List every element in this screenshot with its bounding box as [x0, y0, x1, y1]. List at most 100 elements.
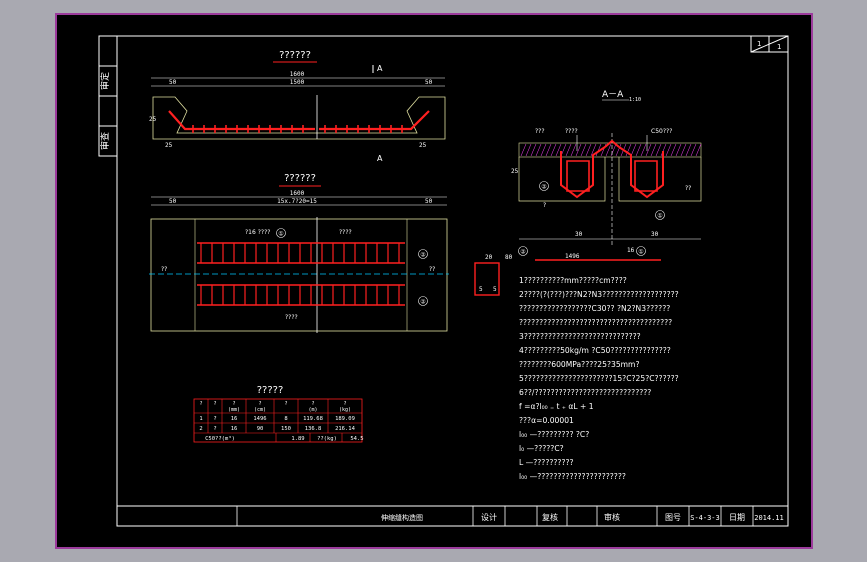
hatch-line	[635, 143, 642, 157]
detail-h: 80	[505, 254, 513, 261]
section-w1: 30	[575, 231, 583, 238]
table-title: ?????	[257, 385, 284, 396]
hatch-line	[580, 143, 587, 157]
note-line: ???α=0.00001	[519, 416, 574, 425]
table-header-cell: ?	[284, 401, 287, 407]
pavement-hatch	[520, 143, 702, 157]
plan-rebar-mid-label: ????	[339, 229, 352, 236]
detail-w: 20	[485, 254, 493, 261]
section-aa-view: A－A 1:10 ??? ???? C50??? ? ?? ② ① 30 30 …	[511, 90, 702, 247]
table-header-cell: ?	[232, 401, 235, 407]
detail-b: 5	[493, 286, 497, 293]
table-cell: ?	[213, 426, 216, 432]
hatch-line	[585, 143, 592, 157]
elev-total-dim: 1600	[290, 71, 305, 78]
elev-rebar-right	[319, 110, 430, 131]
hatch-line	[605, 143, 612, 157]
plan-left-dim: 50	[169, 198, 177, 205]
table-cell: 136.8	[305, 426, 322, 432]
plan-right-label: ??	[429, 266, 435, 273]
hatch-line	[655, 143, 662, 157]
section-label-4: ?	[543, 202, 546, 209]
note-line: L —??????????	[519, 458, 574, 467]
elevation-title: ??????	[279, 50, 311, 61]
section-title: A－A	[602, 90, 624, 100]
title-block: 伸缩缝构造图 设计 复核 审核 图号 S-4-3-3 日期 2014.11	[117, 505, 788, 526]
hatch-line	[575, 143, 582, 157]
note-line: l₀₀ —??????????????????????	[519, 472, 626, 481]
hatch-line	[615, 143, 622, 157]
table-cell: 1	[199, 416, 202, 422]
table-header-cell: ?	[199, 401, 202, 407]
note-line: 6??/?????????????????????????????	[519, 388, 651, 397]
elev-inner-dim: 1500	[290, 79, 305, 86]
hatch-line	[525, 143, 532, 157]
elev-side-dim: 25	[149, 116, 157, 123]
section-label-3: C50???	[651, 128, 672, 135]
hatch-line	[670, 143, 677, 157]
hatch-line	[530, 143, 537, 157]
table-header-cell: ?	[258, 401, 261, 407]
table-cell: 150	[281, 426, 291, 432]
drawing-no-label: 图号	[665, 513, 681, 522]
hatch-line	[540, 143, 547, 157]
detail-a: 5	[479, 286, 483, 293]
plan-center-label: ??	[161, 266, 167, 273]
elev-h-left-dim: 25	[165, 142, 173, 149]
table-cell: 16	[231, 416, 238, 422]
section-label-2: ????	[565, 128, 578, 135]
section-circle-2: ②	[541, 184, 547, 191]
hatch-line	[520, 143, 527, 157]
sheet-b: 1	[777, 43, 781, 51]
plan-bottom-label: ????	[285, 314, 298, 321]
detail-r: 16	[627, 247, 635, 254]
hatch-line	[690, 143, 697, 157]
hatch-line	[535, 143, 542, 157]
hatch-line	[645, 143, 652, 157]
plan-title: ??????	[284, 173, 316, 184]
elev-right-dim: 50	[425, 79, 433, 86]
plan-rebar-grid	[197, 242, 405, 306]
table-header-cell: (cm)	[254, 407, 266, 413]
plan-right-dim: 50	[425, 198, 433, 205]
table-cell: 90	[257, 426, 264, 432]
detail-length: 1496	[565, 253, 580, 260]
table-cell: 8	[284, 416, 287, 422]
elev-left-dim: 50	[169, 79, 177, 86]
hatch-line	[660, 143, 667, 157]
table-cell: 1496	[253, 416, 266, 422]
table-cell: 2	[199, 426, 202, 432]
note-line: l₀₀ —????????? ?C?	[519, 430, 589, 439]
date-value: 2014.11	[754, 514, 784, 522]
check-label: 复核	[542, 512, 558, 522]
table-cell: ?	[213, 416, 216, 422]
section-scale: 1:10	[629, 97, 641, 103]
note-line: ??????????????????????????????????????	[519, 318, 672, 327]
section-label-1: ???	[535, 128, 545, 135]
cad-viewport[interactable]: 审定 审查 1 1 ?????? A 1600 1500 50 50 25 25…	[55, 13, 813, 549]
hatch-line	[555, 143, 562, 157]
table-header-cell: (mm)	[228, 407, 240, 413]
hatch-line	[595, 143, 602, 157]
detail-circle-1: ①	[638, 249, 643, 256]
approve-label: 审核	[604, 512, 620, 522]
general-notes: 1??????????mm?????cm????2????(?(???)???N…	[519, 276, 679, 481]
note-line: 4?????????50kg/m ?C50???????????????	[519, 346, 671, 355]
drawing-name: 伸缩缝构造图	[381, 513, 423, 522]
note-line: ??????????????????C30?? ?N2?N3??????	[519, 304, 670, 313]
table-header-cell: ?	[343, 401, 346, 407]
table-header-cell: ?	[213, 401, 216, 407]
drawing-no: S-4-3-3	[690, 514, 720, 522]
elevation-view: ?????? A 1600 1500 50 50 25 25 25 A	[149, 50, 446, 163]
date-label: 日期	[729, 513, 745, 522]
hatch-line	[685, 143, 692, 157]
hatch-line	[675, 143, 682, 157]
note-line: l₀ —?????C?	[519, 444, 564, 453]
section-h: 25	[511, 168, 519, 175]
hatch-line	[680, 143, 687, 157]
design-label: 设计	[481, 512, 497, 522]
elev-rebar-left	[168, 110, 315, 131]
note-line: ????????600MPa????25?35mm?	[519, 360, 639, 369]
hatch-line	[570, 143, 577, 157]
section-mark-top: A	[377, 64, 383, 73]
